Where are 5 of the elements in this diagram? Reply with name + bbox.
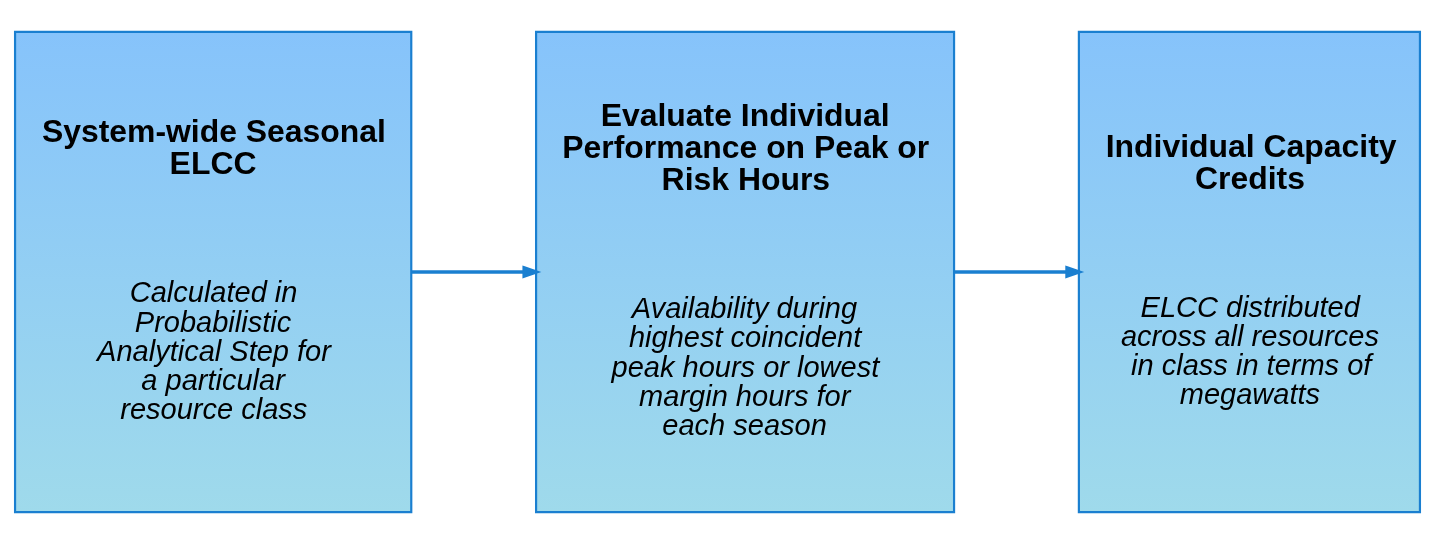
arrow: [411, 264, 542, 279]
node-box: Individual Capacity Credits ELCC distributed across all resources in class in terms of megawatts: [1077, 30, 1422, 513]
arrow: [954, 264, 1085, 279]
node-box: Evaluate Individual Performance on Peak or Risk Hours Availability during highest coincident peak hours or lowest margin hours for each season: [535, 30, 956, 513]
node-box: System-wide Seasonal ELCC Calculated in Probabilistic Analytical Step for a particular resource class: [13, 30, 413, 513]
